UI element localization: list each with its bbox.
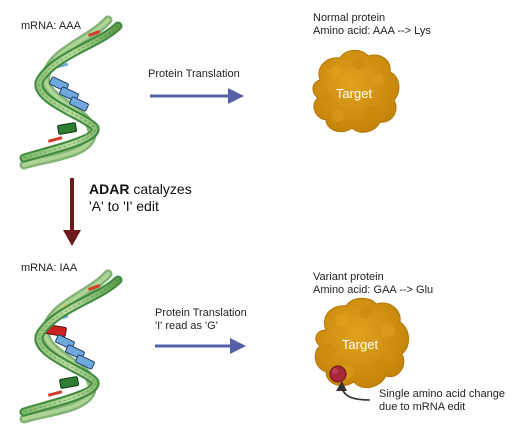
top-codon-boxes [49,76,89,135]
adar-catalyzes-text: catalyzes [129,181,192,197]
bottom-translation-label-line2: 'I' read as 'G' [155,320,218,332]
adar-label-line1: ADAR catalyzes [89,181,192,198]
top-mrna-label: mRNA: AAA [21,20,81,32]
top-protein-title: Normal protein [313,12,386,24]
top-mrna-helix [19,15,123,170]
adar-arrow [63,178,81,246]
mutation-note-line2: due to mRNA edit [379,401,466,413]
top-translation-label: Protein Translation [148,68,240,80]
top-target-protein [312,49,400,133]
bottom-translation-label-line1: Protein Translation [155,307,247,319]
bottom-protein-title: Variant protein [313,271,384,283]
bottom-mrna-helix [19,269,123,424]
bottom-mrna-label: mRNA: IAA [21,262,78,274]
mutated-residue [329,365,347,383]
top-translation-arrow [150,88,244,104]
bottom-protein-amino-acid: Amino acid: GAA --> Glu [313,284,434,296]
mutation-note-line1: Single amino acid change [379,388,505,400]
bottom-target-label: Target [341,337,379,352]
adar-label-line2: 'A' to 'I' edit [89,198,159,214]
adar-enzyme-name: ADAR [89,181,130,197]
mutation-pointer-arrow [336,381,371,401]
bottom-translation-arrow [155,338,246,354]
top-target-label: Target [335,86,373,101]
top-protein-amino-acid: Amino acid: AAA --> Lys [313,25,431,37]
